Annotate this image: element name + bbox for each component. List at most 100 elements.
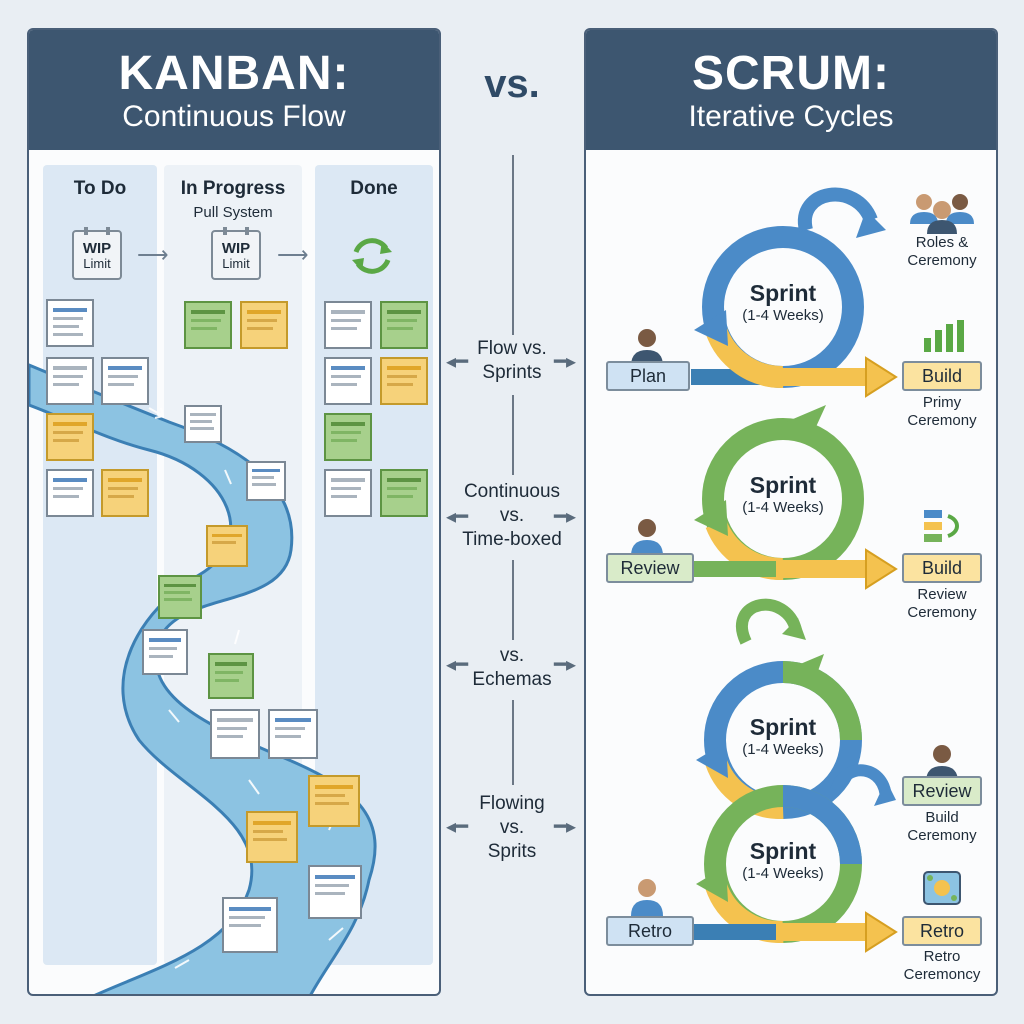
divider-line — [512, 700, 514, 785]
divider-line — [512, 155, 514, 335]
card-white — [324, 469, 372, 517]
comparison-flow-sprints: Flow vs. Sprints — [477, 338, 547, 383]
sprint-title: Sprint — [749, 472, 817, 498]
wip-limit-icon: WIP Limit — [211, 227, 261, 280]
ceremony-caption: Review Ceremony — [907, 586, 977, 621]
double-arrow-icon: ◂━ — [446, 816, 469, 838]
bar-chart-icon — [924, 320, 964, 352]
double-arrow-icon: ◂━ — [446, 351, 469, 373]
sprint-label: Sprint (1-4 Weeks) — [723, 838, 843, 882]
retro-label: Retro — [606, 916, 694, 946]
card-green — [380, 469, 428, 517]
comparison-continuous-timeboxed: Continuous vs. Time-boxed — [462, 481, 562, 550]
sprint-duration: (1-4 Weeks) — [742, 307, 824, 324]
card-white — [324, 301, 372, 349]
divider-line — [512, 395, 514, 475]
card-white — [142, 629, 188, 675]
ceremony-caption: Primy Ceremony — [907, 394, 977, 429]
comparison-echemas: vs. Echemas — [472, 645, 552, 690]
wip-limit-label: Limit — [83, 256, 111, 271]
scrum-title: SCRUM: — [692, 47, 890, 100]
divider-line — [512, 560, 514, 640]
card-green — [324, 413, 372, 461]
roles-caption: Roles & Ceremony — [907, 234, 977, 269]
column-todo-title: To Do — [73, 178, 127, 199]
scrum-header: SCRUM: Iterative Cycles — [586, 30, 996, 150]
card-white — [246, 461, 286, 501]
card-white — [46, 357, 94, 405]
card-white — [184, 405, 222, 443]
refresh-icon — [352, 238, 392, 274]
card-green — [208, 653, 254, 699]
sprint-title: Sprint — [749, 714, 817, 740]
kanban-subtitle: Continuous Flow — [122, 100, 346, 133]
kanban-header: KANBAN: Continuous Flow — [29, 30, 439, 150]
card-yellow — [240, 301, 288, 349]
card-white — [268, 709, 318, 759]
kanban-board-graphic — [29, 238, 428, 994]
comparison-flowing-sprits: Flowing vs. Sprits — [479, 793, 545, 862]
versus-label: vs. — [484, 62, 540, 106]
scrum-panel: SCRUM: Iterative Cycles — [584, 28, 998, 996]
sprint-cycle-3 — [696, 598, 862, 820]
card-green — [380, 301, 428, 349]
kanban-panel: KANBAN: Continuous Flow To Do In Progres… — [27, 28, 441, 996]
person-icon — [631, 519, 663, 556]
scrum-cycles-graphic — [631, 187, 974, 953]
card-white — [46, 299, 94, 347]
wip-label: WIP — [221, 240, 251, 257]
card-yellow — [308, 775, 360, 827]
retro-label: Retro — [902, 916, 982, 946]
double-arrow-icon: ━▸ — [554, 816, 577, 838]
sprint-title: Sprint — [749, 280, 817, 306]
card-white — [222, 897, 278, 953]
sprint-title: Sprint — [749, 838, 817, 864]
sprint-label: Sprint (1-4 Weeks) — [723, 280, 843, 324]
pull-system-label: Pull System — [193, 204, 273, 221]
build-label: Build — [902, 553, 982, 583]
sprint-duration: (1-4 Weeks) — [742, 499, 824, 516]
column-in-progress-title: In Progress — [180, 178, 286, 199]
card-yellow — [206, 525, 248, 567]
double-arrow-icon: ◂━ — [446, 506, 469, 528]
double-arrow-icon: ━▸ — [554, 654, 577, 676]
review-label: Review — [902, 776, 982, 806]
scrum-subtitle: Iterative Cycles — [688, 100, 894, 133]
person-icon — [631, 879, 663, 916]
double-arrow-icon: ━▸ — [554, 506, 577, 528]
sprint-cycle-1 — [691, 187, 898, 398]
ceremony-caption: Build Ceremony — [907, 809, 977, 844]
sprint-cycle-2 — [691, 405, 898, 590]
card-yellow — [246, 811, 298, 863]
sprint-label: Sprint (1-4 Weeks) — [723, 472, 843, 516]
double-arrow-icon: ━▸ — [554, 351, 577, 373]
card-green — [184, 301, 232, 349]
card-white — [210, 709, 260, 759]
ceremony-caption: Retro Ceremoncy — [903, 948, 981, 983]
kanban-title: KANBAN: — [118, 47, 350, 100]
card-white — [101, 357, 149, 405]
build-label: Build — [902, 361, 982, 391]
sprint-cycle-4 — [691, 764, 898, 953]
card-yellow — [46, 413, 94, 461]
wip-label: WIP — [82, 240, 112, 257]
team-icon — [910, 194, 974, 234]
sprint-label: Sprint (1-4 Weeks) — [723, 714, 843, 758]
kanban-cards — [46, 299, 428, 953]
sprint-duration: (1-4 Weeks) — [742, 741, 824, 758]
double-arrow-icon: ◂━ — [446, 654, 469, 676]
card-white — [324, 357, 372, 405]
card-white — [46, 469, 94, 517]
card-yellow — [101, 469, 149, 517]
plan-label: Plan — [606, 361, 690, 391]
sprint-duration: (1-4 Weeks) — [742, 865, 824, 882]
wip-limit-label: Limit — [222, 256, 250, 271]
arrow-right-icon: ⟶ — [277, 242, 309, 267]
card-green — [158, 575, 202, 619]
wip-limit-icon: WIP Limit — [72, 227, 122, 280]
retrospective-icon — [923, 871, 961, 905]
card-white — [308, 865, 362, 919]
arrow-right-icon: ⟶ — [137, 242, 169, 267]
column-todo — [43, 165, 157, 965]
card-yellow — [380, 357, 428, 405]
